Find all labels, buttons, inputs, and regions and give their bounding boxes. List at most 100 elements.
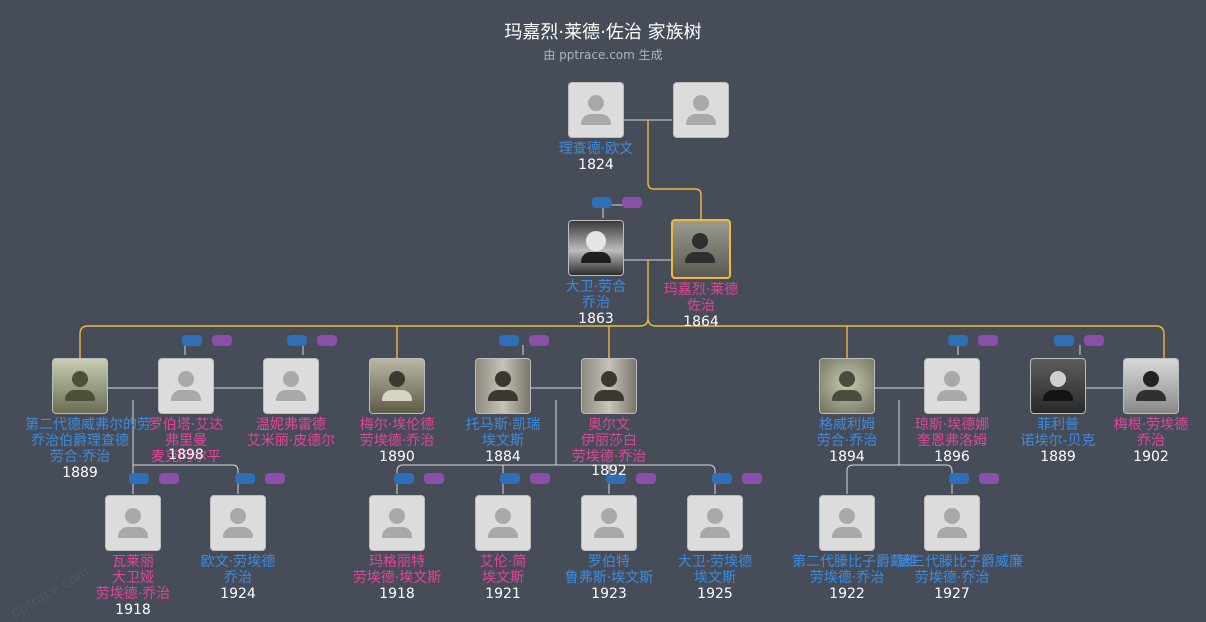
person-card-edna[interactable]: 琼斯·埃德娜 奎恩弗洛姆 1896	[897, 358, 1007, 465]
marriage-tag-female[interactable]	[742, 473, 762, 484]
avatar-placeholder	[581, 495, 637, 551]
person-name-line2: 劳合·乔治	[816, 433, 878, 449]
person-card-tenby-3rd[interactable]: 第三代滕比子爵威廉 劳埃德·乔治 1927	[897, 495, 1023, 602]
person-name: 艾伦·简	[479, 554, 527, 570]
marriage-tag-male[interactable]	[500, 473, 520, 484]
avatar-photo	[369, 358, 425, 414]
person-silhouette-icon	[178, 371, 194, 387]
avatar-photo	[568, 220, 624, 276]
person-name: 欧文·劳埃德	[200, 554, 276, 570]
person-card-robert[interactable]: 罗伯特 鲁弗斯·埃文斯 1923	[554, 495, 664, 602]
person-name: 罗伯特	[588, 554, 630, 570]
person-card-david-lloyd-george[interactable]: 大卫·劳合 乔治 1863	[541, 220, 651, 327]
person-name-line2: 佐治	[687, 298, 715, 314]
person-silhouette-icon	[601, 508, 617, 524]
person-name-line2: 乔治伯爵理查德	[31, 433, 129, 449]
marriage-tag-male[interactable]	[606, 473, 626, 484]
avatar-placeholder	[568, 82, 624, 138]
person-card-margaret-evans[interactable]: 玛格丽特 劳埃德·埃文斯 1918	[342, 495, 452, 602]
person-card-mair[interactable]: 梅尔·埃伦德 劳埃德·乔治 1890	[342, 358, 452, 465]
person-silhouette-icon	[283, 371, 299, 387]
person-birth-year: 1894	[829, 449, 865, 465]
marriage-tag-female[interactable]	[622, 197, 642, 208]
person-name: 玛格丽特	[369, 554, 425, 570]
marriage-tag-male[interactable]	[182, 335, 202, 346]
avatar-photo	[475, 358, 531, 414]
marriage-tag-female[interactable]	[529, 335, 549, 346]
person-name-line2: 劳埃德·乔治	[914, 570, 990, 586]
marriage-tag-female[interactable]	[265, 473, 285, 484]
person-name: 理查德·欧文	[558, 141, 634, 157]
avatar-photo	[52, 358, 108, 414]
marriage-tag-female[interactable]	[978, 335, 998, 346]
person-card-megan[interactable]: 梅根·劳埃德 乔治 1902	[1096, 358, 1206, 465]
avatar-placeholder	[819, 495, 875, 551]
person-silhouette-icon	[839, 508, 855, 524]
person-silhouette-icon	[588, 95, 604, 111]
marriage-tag-female[interactable]	[212, 335, 232, 346]
marriage-tag-female[interactable]	[979, 473, 999, 484]
person-card-winifred[interactable]: 温妮弗雷德 艾米丽·皮德尔	[236, 358, 346, 449]
person-card-olwen[interactable]: 奥尔文 伊丽莎白 劳埃德·乔治 1892	[554, 358, 664, 479]
person-name: 瓦莱丽	[112, 554, 154, 570]
marriage-tag-male[interactable]	[287, 335, 307, 346]
person-birth-year: 1918	[379, 586, 415, 602]
marriage-tag-male[interactable]	[712, 473, 732, 484]
person-card-richard-owen[interactable]: 理查德·欧文 1824	[541, 82, 651, 173]
person-card-valerie[interactable]: 瓦莱丽 大卫娅 劳埃德·乔治 1918	[78, 495, 188, 618]
person-birth-year: 1890	[379, 449, 415, 465]
person-name-line3: 劳埃德·乔治	[95, 586, 171, 602]
person-name-line3: 劳合·乔治	[49, 449, 111, 465]
avatar-placeholder	[924, 358, 980, 414]
person-name-line2: 埃文斯	[694, 570, 736, 586]
marriage-tag-male[interactable]	[1054, 335, 1074, 346]
person-card-richard-spouse[interactable]	[646, 82, 756, 138]
avatar-photo	[1123, 358, 1179, 414]
person-name-line2: 诺埃尔-贝克	[1020, 433, 1096, 449]
person-card-tenby-2nd[interactable]: 第二代滕比子爵戴维 劳埃德·乔治 1922	[792, 495, 918, 602]
person-name-line2: 伊丽莎白	[581, 433, 637, 449]
marriage-tag-male[interactable]	[499, 335, 519, 346]
person-name-line2: 鲁弗斯·埃文斯	[564, 570, 654, 586]
marriage-tag-male[interactable]	[948, 335, 968, 346]
person-birth-year: 1924	[220, 586, 256, 602]
avatar-photo	[819, 358, 875, 414]
avatar-placeholder	[924, 495, 980, 551]
marriage-tag-female[interactable]	[424, 473, 444, 484]
person-name: 琼斯·埃德娜	[914, 417, 990, 433]
person-silhouette-icon	[693, 95, 709, 111]
person-card-margaret-selected[interactable]: 玛嘉烈·莱德 佐治 1864	[646, 219, 756, 330]
person-birth-year: 1864	[683, 314, 719, 330]
person-card-gwilym[interactable]: 格威利姆 劳合·乔治 1894	[792, 358, 902, 465]
marriage-tag-male[interactable]	[592, 197, 612, 208]
page-subtitle: 由 pptrace.com 生成	[543, 48, 663, 62]
avatar-placeholder	[369, 495, 425, 551]
person-birth-year: 1925	[697, 586, 733, 602]
avatar-placeholder	[263, 358, 319, 414]
person-card-owen[interactable]: 欧文·劳埃德 乔治 1924	[183, 495, 293, 602]
marriage-tag-male[interactable]	[394, 473, 414, 484]
marriage-tag-female[interactable]	[1084, 335, 1104, 346]
marriage-tag-male[interactable]	[949, 473, 969, 484]
avatar-photo	[1030, 358, 1086, 414]
person-silhouette-icon	[495, 508, 511, 524]
person-card-philip-noel-baker[interactable]: 菲利普 诺埃尔-贝克 1889	[1003, 358, 1113, 465]
marriage-tag-female[interactable]	[530, 473, 550, 484]
marriage-tag-female[interactable]	[317, 335, 337, 346]
avatar-photo	[671, 219, 731, 279]
person-name-line2: 乔治	[224, 570, 252, 586]
person-card-eluned[interactable]: 艾伦·简 埃文斯 1921	[448, 495, 558, 602]
marriage-tag-male[interactable]	[235, 473, 255, 484]
person-name: 奥尔文	[588, 417, 630, 433]
person-card-thomas-evans[interactable]: 托马斯·凯瑞 埃文斯 1884	[448, 358, 558, 465]
person-name-line2: 劳埃德·乔治	[359, 433, 435, 449]
person-card-richard-2nd-earl[interactable]: 第二代德威弗尔的劳 乔治伯爵理查德 劳合·乔治 1889	[25, 358, 151, 481]
marriage-tag-female[interactable]	[636, 473, 656, 484]
person-card-roberta[interactable]: 罗伯塔·艾达 弗里曼 麦克阿尔平 1898	[131, 358, 241, 465]
person-birth-year: 1896	[934, 449, 970, 465]
marriage-tag-male[interactable]	[129, 473, 149, 484]
person-card-david-evans[interactable]: 大卫·劳埃德 埃文斯 1925	[660, 495, 770, 602]
marriage-tag-female[interactable]	[159, 473, 179, 484]
avatar-placeholder	[475, 495, 531, 551]
person-birth-year: 1921	[485, 586, 521, 602]
